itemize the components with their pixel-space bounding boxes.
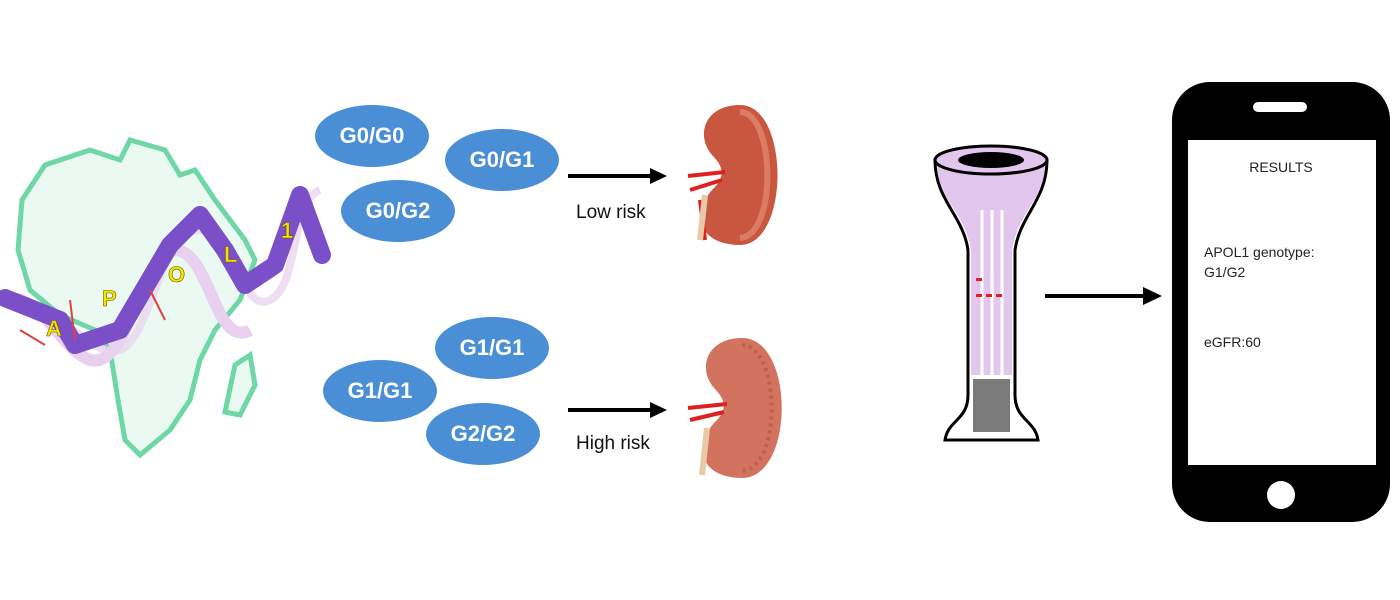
high-risk-label: High risk (576, 433, 650, 454)
results-title: RESULTS (1249, 159, 1313, 175)
arrow-icon (1045, 287, 1162, 305)
diseased-kidney-icon (687, 338, 782, 478)
helix-letter: L (224, 242, 237, 267)
helix-letter: A (46, 316, 62, 341)
genotype-label: G1/G1 (348, 378, 413, 403)
arrow-icon (568, 402, 667, 418)
genotype-value: G1/G2 (1204, 264, 1245, 280)
dna-helix: A P O L 1 (0, 186, 331, 367)
helix-letter: P (102, 286, 117, 311)
genotype-label: APOL1 genotype: (1204, 244, 1315, 260)
genotype-label: G0/G1 (470, 147, 535, 172)
genotype-label: G0/G2 (366, 198, 431, 223)
arrow-icon (568, 168, 667, 184)
low-risk-label: Low risk (576, 202, 646, 223)
genotype-label: G1/G1 (460, 335, 525, 360)
egfr-value: eGFR:60 (1204, 334, 1261, 350)
helix-letter: O (168, 262, 185, 287)
genotype-label: G0/G0 (340, 123, 405, 148)
low-risk-genotypes: G0/G0 G0/G1 G0/G2 (315, 105, 559, 242)
healthy-kidney-icon (687, 105, 778, 245)
high-risk-genotypes: G1/G1 G1/G1 G2/G2 (323, 317, 549, 465)
helix-letter: 1 (281, 218, 293, 243)
lateral-flow-test-tube-icon (933, 144, 1049, 442)
genotype-label: G2/G2 (451, 421, 516, 446)
smartphone: RESULTS APOL1 genotype: G1/G2 eGFR:60 (1172, 82, 1390, 522)
